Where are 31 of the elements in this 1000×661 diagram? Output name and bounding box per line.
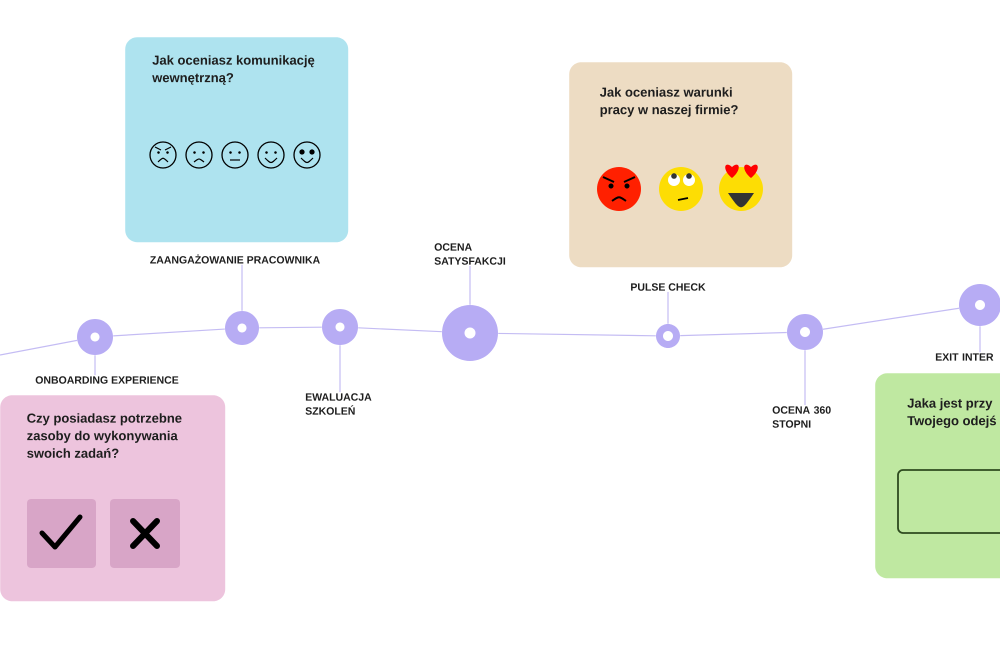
timeline-point	[787, 314, 823, 350]
stage-label: EWALUACJA SZKOLEŃ	[306, 393, 372, 415]
stage-label: ZAANGAŻOWANIE PRACOWNIKA	[150, 254, 320, 264]
timeline-point	[442, 305, 498, 361]
timeline-point	[959, 284, 1000, 326]
stage-label: OCENA SATYSFAKCJI	[434, 243, 506, 265]
timeline-line	[822, 308, 960, 330]
leader-line	[94, 355, 96, 376]
timeline-line	[358, 327, 442, 332]
leader-line	[339, 345, 341, 392]
timeline-line	[113, 328, 225, 336]
question-card: Jak oceniasz komunikację wewnętrzną?	[125, 37, 348, 242]
leader-line	[469, 266, 471, 305]
question-card: Jak oceniasz warunki pracy w naszej firmie?	[569, 62, 792, 268]
stage-label: EXIT INTER	[936, 353, 994, 361]
timeline-point	[225, 311, 259, 345]
timeline-line	[259, 326, 322, 328]
stage-label: ONBOARDING EXPERIENCE	[36, 376, 178, 384]
leader-line	[979, 326, 981, 352]
stage-label: PULSE CHECK	[631, 283, 706, 291]
timeline-point	[322, 309, 358, 345]
timeline-line	[680, 332, 787, 336]
leader-line	[804, 350, 806, 406]
question-card: Jaka jest przy Twojego odejś	[875, 373, 1000, 578]
timeline-line	[0, 340, 78, 356]
timeline-point	[656, 324, 680, 348]
timeline-point	[77, 319, 113, 355]
leader-line	[241, 264, 243, 311]
leader-line	[667, 292, 669, 324]
timeline-line	[498, 332, 656, 336]
stage-label: OCENA 360 STOPNI	[772, 406, 831, 428]
